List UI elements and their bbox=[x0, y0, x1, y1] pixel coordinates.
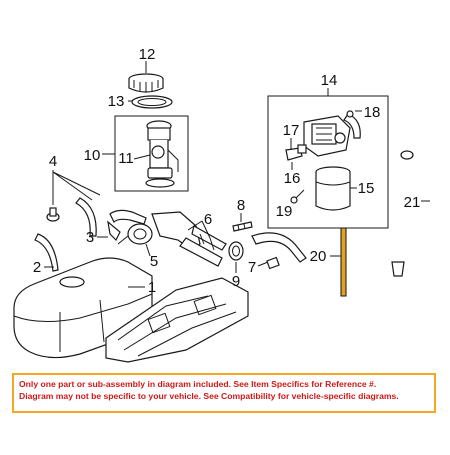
leader-4 bbox=[52, 170, 101, 205]
leader-7 bbox=[257, 261, 269, 267]
vent-hose-part bbox=[251, 232, 307, 270]
callout-19: 19 bbox=[276, 203, 293, 220]
callout-11: 11 bbox=[118, 150, 134, 167]
leader-5 bbox=[145, 243, 151, 257]
callout-6: 6 bbox=[204, 211, 212, 228]
filter-bracket-part bbox=[343, 110, 361, 139]
filler-hose-part bbox=[151, 211, 227, 267]
callout-20: 20 bbox=[310, 248, 327, 265]
callout-9: 9 bbox=[232, 273, 240, 290]
callout-8: 8 bbox=[237, 197, 245, 214]
callout-18: 18 bbox=[364, 104, 381, 121]
hose-clamp-part bbox=[228, 241, 244, 261]
callout-16: 16 bbox=[284, 170, 301, 187]
callout-3: 3 bbox=[86, 229, 94, 246]
callout-12: 12 bbox=[139, 46, 156, 63]
filler-tube-part bbox=[391, 150, 437, 311]
leader-11 bbox=[133, 154, 151, 160]
callout-7: 7 bbox=[248, 259, 256, 276]
notice-box: Only one part or sub-assembly in diagram… bbox=[12, 373, 436, 413]
callout-10: 10 bbox=[84, 147, 101, 164]
skid-plate-part bbox=[105, 277, 249, 363]
notice-line-1: Only one part or sub-assembly in diagram… bbox=[19, 379, 377, 389]
fuel-cap-part bbox=[128, 73, 164, 93]
callout-1: 1 bbox=[148, 279, 156, 296]
tank-strap-part bbox=[34, 197, 97, 272]
small-hose-part bbox=[232, 221, 253, 232]
notice-line-2: Diagram may not be specific to your vehi… bbox=[19, 391, 399, 401]
callout-14: 14 bbox=[321, 72, 338, 89]
callout-21: 21 bbox=[404, 194, 421, 211]
callout-5: 5 bbox=[150, 253, 158, 270]
fuel-pump-part bbox=[145, 120, 179, 188]
callout-17: 17 bbox=[283, 122, 300, 139]
filter-head-part bbox=[303, 115, 351, 157]
canister-part bbox=[117, 223, 153, 245]
screw-part bbox=[290, 189, 305, 204]
seal-ring-part bbox=[131, 95, 173, 109]
callout-4: 4 bbox=[49, 153, 57, 170]
leader-6 bbox=[187, 220, 211, 239]
strap-bolt-part bbox=[46, 207, 60, 222]
callout-15: 15 bbox=[358, 180, 375, 197]
sensor-part bbox=[285, 144, 307, 161]
highlighted-part-20 bbox=[340, 227, 347, 297]
callout-2: 2 bbox=[33, 259, 41, 276]
callout-13: 13 bbox=[108, 93, 125, 110]
fuel-filter-part bbox=[315, 166, 351, 211]
